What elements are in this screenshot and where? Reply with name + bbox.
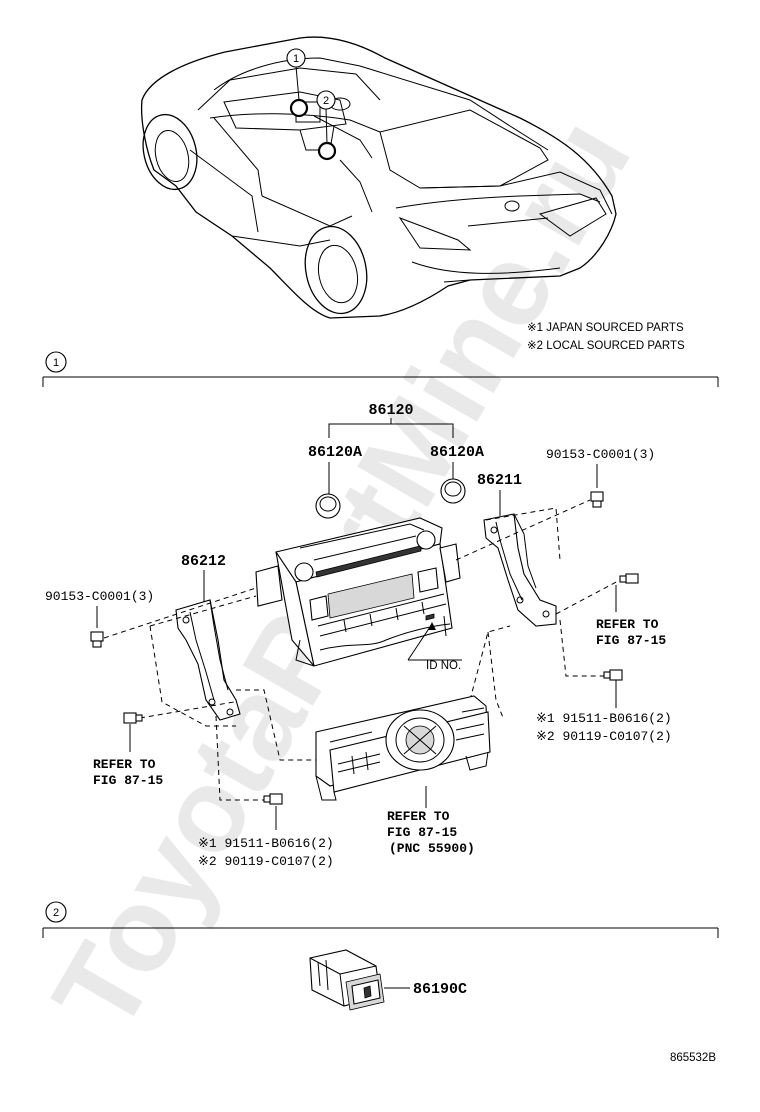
part-86211-label: 86211: [477, 472, 522, 489]
refer-center-line2: FIG 87-15: [387, 825, 457, 840]
climate-control-panel: [315, 695, 491, 801]
refer-right-line2: FIG 87-15: [596, 633, 666, 648]
screw-right-lower: [603, 669, 623, 681]
bracket-86212: [175, 599, 241, 721]
part-90153-left-label: 90153-C0001(3): [45, 589, 154, 604]
refer-center-line3: (PNC 55900): [389, 841, 475, 856]
callout-2-label: 2: [323, 95, 329, 107]
section-2-header: 2: [42, 901, 719, 938]
screw-bottom-japan: ※1 91511-B0616(2): [198, 836, 334, 851]
part-86120A-right-label: 86120A: [430, 444, 484, 461]
note-local-sourced: ※2 LOCAL SOURCED PARTS: [527, 340, 685, 352]
screw-90153-right: [590, 491, 604, 508]
screw-right-upper: [619, 573, 639, 584]
part-90153-right-label: 90153-C0001(3): [546, 447, 655, 462]
bracket-86211: [483, 513, 557, 627]
refer-left-line2: FIG 87-15: [93, 773, 163, 788]
part-86212-label: 86212: [181, 553, 226, 570]
note-japan-sourced: ※1 JAPAN SOURCED PARTS: [527, 322, 684, 334]
id-number-label: ID NO.: [426, 660, 461, 672]
screw-right-local: ※2 90119-C0107(2): [536, 729, 672, 744]
refer-right-line1: REFER TO: [596, 617, 659, 632]
callout-1-label: 1: [293, 53, 299, 65]
screw-90153-left: [90, 631, 104, 648]
section-1-number: 1: [53, 357, 59, 369]
part-86190C-label: 86190C: [413, 981, 467, 998]
switch-86190C: [309, 949, 385, 1011]
refer-left-line1: REFER TO: [93, 757, 156, 772]
section-1-header: 1: [42, 351, 719, 387]
section-2-number: 2: [53, 907, 59, 919]
part-86120A-left-label: 86120A: [308, 444, 362, 461]
knob-86120A-left: [315, 493, 341, 519]
screw-left-middle: [123, 712, 143, 724]
location-callout-2: 2: [316, 90, 337, 161]
part-86120-label: 86120: [368, 402, 413, 419]
figure-code: 865532B: [670, 1052, 716, 1064]
vehicle-illustration: [140, 36, 617, 319]
screw-right-japan: ※1 91511-B0616(2): [536, 711, 672, 726]
refer-center-line1: REFER TO: [387, 809, 450, 824]
audio-head-unit-86120: [255, 517, 461, 667]
location-marker-1: [289, 98, 309, 118]
location-marker-2: [317, 141, 337, 161]
knob-86120A-right: [440, 478, 466, 504]
screw-bottom: [263, 793, 283, 805]
location-callout-1: 1: [286, 48, 309, 118]
screw-bottom-local: ※2 90119-C0107(2): [198, 854, 334, 869]
